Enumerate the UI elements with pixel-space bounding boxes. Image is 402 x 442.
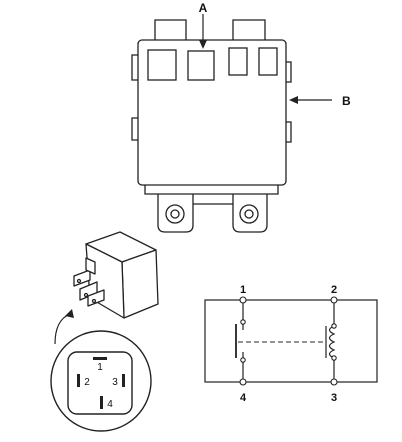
contact-dot-bottom	[240, 357, 246, 363]
relay-pin-3	[87, 289, 105, 307]
terminal-1-label: 1	[240, 284, 246, 296]
coil-dot-top	[331, 323, 337, 329]
socket-2	[187, 50, 215, 81]
socket-1	[147, 49, 177, 81]
box-housing	[137, 39, 287, 186]
relay-pin-1	[73, 269, 91, 287]
coil-dot-bottom	[331, 355, 337, 361]
pin-3-blade	[122, 374, 125, 387]
terminal-2-label: 2	[331, 284, 337, 296]
view-arrow	[54, 309, 74, 345]
bracket-right	[232, 194, 268, 233]
relay-pin-hole-3	[91, 298, 97, 304]
top-tab-left	[154, 19, 187, 40]
pin-1-blade	[93, 357, 107, 360]
pinout-body	[67, 351, 133, 415]
pin-2-blade	[77, 374, 80, 387]
relay-pin-4	[85, 257, 96, 275]
pin-4-label: 4	[107, 399, 113, 410]
relay-3d	[73, 231, 159, 319]
coil-winding	[328, 325, 336, 359]
terminal-3-dot	[330, 378, 338, 386]
terminal-3-label: 3	[331, 392, 337, 404]
bracket-right-hole-inner	[244, 209, 254, 219]
bracket-left	[157, 194, 194, 233]
callout-a: A	[199, 1, 208, 49]
bracket-left-hole-inner	[170, 209, 180, 219]
contact-dot-top	[240, 319, 246, 325]
pinout-circle	[50, 330, 152, 432]
bracket-right-hole-outer	[239, 204, 259, 224]
terminal-4-dot	[239, 378, 247, 386]
relay-pin-hole-2	[83, 292, 89, 298]
callout-b-arrowhead	[289, 96, 298, 104]
left-ribs	[131, 54, 138, 141]
terminal-1-dot	[239, 296, 247, 304]
relay-pin-hole-1	[76, 278, 82, 284]
pin-2-label: 2	[84, 377, 90, 388]
callout-a-label: A	[199, 1, 208, 15]
relay-schematic	[204, 299, 378, 383]
relay-right-face	[121, 249, 159, 319]
callout-b: B	[289, 94, 351, 108]
schematic-terminals	[239, 296, 338, 386]
relay-box	[131, 19, 292, 233]
terminal-2-dot	[330, 296, 338, 304]
bracket-left-hole-outer	[165, 204, 185, 224]
socket-3	[228, 47, 248, 76]
schematic-frame	[204, 299, 378, 383]
socket-4	[258, 47, 278, 76]
top-tab-right	[232, 19, 266, 40]
callout-b-label: B	[342, 94, 351, 108]
pin-4-blade	[100, 396, 103, 409]
right-ribs	[286, 61, 292, 143]
pin-3-label: 3	[112, 377, 118, 388]
bottom-skirt	[144, 185, 279, 195]
callout-a-arrowhead	[199, 40, 207, 49]
terminal-4-label: 4	[240, 392, 247, 404]
pin-1-label: 1	[97, 362, 103, 373]
pinout-view: 1 2 3 4	[50, 330, 152, 432]
view-arrow-head	[65, 309, 74, 318]
